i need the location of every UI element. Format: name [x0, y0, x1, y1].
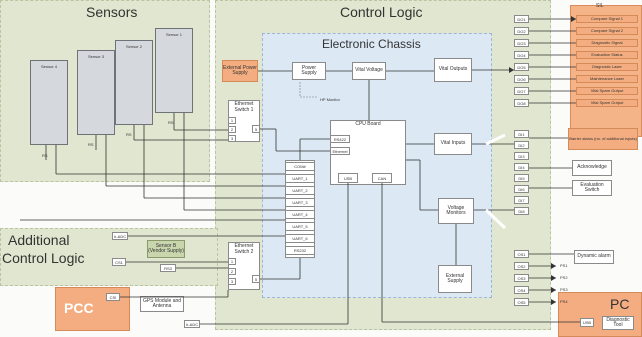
additional-adc-port: Ir-ADC [112, 232, 128, 240]
rs-port-uart4: UART_4 [285, 210, 315, 219]
pc-diagnostic-tool: Diagnostic Tool [602, 316, 634, 330]
pc-title: PC [610, 296, 630, 312]
switch1-side-port: 5 [252, 125, 260, 133]
rs-port-uart5: UART_5 [285, 222, 315, 231]
vital-voltage: Vital Voltage [352, 62, 386, 80]
sensor-b: Sensor B (Vendor Supply) [147, 240, 185, 258]
additional-title-line-2: Control Logic [2, 250, 85, 266]
sil-signal-8: Vital Spare Output [576, 99, 638, 107]
sil-title: SIL [596, 3, 604, 9]
sil-port-di6: DI6 [514, 185, 529, 193]
sil-port-do6: DO6 [514, 75, 529, 83]
sil-port-do1: DO1 [514, 15, 529, 23]
acknowledge-box: Acknowledge [572, 160, 612, 176]
sil-port-di3: DI3 [514, 152, 529, 160]
sil-port-di2: DI2 [514, 141, 529, 149]
sensor-1: Sensor 1 [155, 28, 193, 113]
ps-label-4: PS4 [560, 299, 568, 304]
sil-signal-1: Compare Signal 1 [576, 15, 638, 23]
sensor3-rs: RS [88, 142, 94, 147]
sensor2-rs: RS [126, 132, 132, 137]
pc-usb-port: USB [580, 318, 594, 327]
sil-port-di1: DI1 [514, 130, 529, 138]
sensor1-rs: RS [168, 120, 174, 125]
rs-port-uart3: UART_3 [285, 198, 315, 207]
voltage-monitors: Voltage Monitors [438, 198, 474, 224]
vital-inputs: Vital Inputs [434, 133, 472, 155]
sil-port-do3: DO3 [514, 39, 529, 47]
pcc-title: PCC [64, 300, 94, 316]
sensor-2: Sensor 2 [115, 40, 153, 125]
additional-title-line-1: Additional [8, 232, 70, 248]
additional-rs-port: RS3 [160, 264, 176, 272]
cpu-port-usb: USB [338, 173, 358, 183]
ps-label-1: PS1 [560, 263, 568, 268]
bottom-port-1: OS1 [514, 250, 529, 258]
bottom-port-2: OS2 [514, 262, 529, 270]
switch2-port-2: 2 [228, 268, 236, 275]
sil-column [570, 5, 642, 137]
sil-port-do5: DO5 [514, 63, 529, 71]
pcc-usb-port: Ir-ADC [184, 320, 200, 328]
vital-outputs: Vital Outputs [434, 58, 472, 82]
sil-port-di8: DI8 [514, 207, 529, 215]
rs-port-uart6: UART_6 [285, 234, 315, 243]
sil-signal-3: Diagnostic Signal [576, 39, 638, 47]
rs-port-rs232: RS232 [285, 246, 315, 255]
sil-port-do2: DO2 [514, 27, 529, 35]
sensor-3: Sensor 3 [77, 50, 115, 135]
sil-signal-4: Evaluation Status [576, 51, 638, 59]
sil-port-di5: DI5 [514, 174, 529, 182]
evaluation-switch-box: Evaluation Switch [572, 180, 612, 196]
switch2-port-1: 1 [228, 258, 236, 265]
sensors-title: Sensors [86, 4, 138, 20]
sil-signal-2: Compare Signal 2 [576, 27, 638, 35]
switch2-side-port: 5 [252, 275, 260, 283]
additional-com-port: CS1 [112, 258, 126, 266]
rs-port-uart2: UART_2 [285, 186, 315, 195]
cpu-port-rs422: RS422 [330, 135, 350, 143]
control-logic-title: Control Logic [340, 4, 423, 20]
cpu-port-ethernet: Ethernet [330, 147, 350, 155]
switch1-port-1: 1 [228, 117, 236, 124]
sil-port-do4: DO4 [514, 51, 529, 59]
bottom-port-5: OS5 [514, 298, 529, 306]
bottom-port-3: OS3 [514, 274, 529, 282]
barrier-status-box: Barrier status (no. of additional inputs… [568, 128, 638, 150]
sil-port-do8: DO8 [514, 99, 529, 107]
rs-port-com: COM# [285, 162, 315, 171]
switch1-port-2: 2 [228, 126, 236, 133]
hp-monitor-label: HP Monitor [320, 97, 340, 102]
ps-label-2: PS2 [560, 275, 568, 280]
sil-port-di4: DI4 [514, 163, 529, 171]
power-supply: Power Supply [292, 62, 326, 80]
pcc-port: CSI [106, 293, 120, 301]
sil-port-do7: DO7 [514, 87, 529, 95]
sil-signal-5: Diagnostic Laser [576, 63, 638, 71]
cpu-port-can: CAN [372, 173, 392, 183]
external-supply: External Supply [438, 265, 472, 293]
external-power-supply: External Power Supply [222, 60, 258, 82]
switch1-port-3: 3 [228, 135, 236, 142]
sil-port-di7: DI7 [514, 196, 529, 204]
sil-signal-7: Vital Spare Output [576, 87, 638, 95]
sensor-4: Sensor 4 [30, 60, 68, 145]
sil-signal-6: Maintenance Laser [576, 75, 638, 83]
dynamic-alarm-box: Dynamic alarm [574, 250, 614, 264]
rs-port-uart1: UART_1 [285, 174, 315, 183]
ps-label-3: PS3 [560, 287, 568, 292]
gps-module: GPS Module and Antenna [140, 296, 184, 312]
bottom-port-4: OS4 [514, 286, 529, 294]
switch2-port-3: 3 [228, 278, 236, 285]
sensor4-rs: RS [42, 153, 48, 158]
chassis-title: Electronic Chassis [322, 37, 421, 51]
